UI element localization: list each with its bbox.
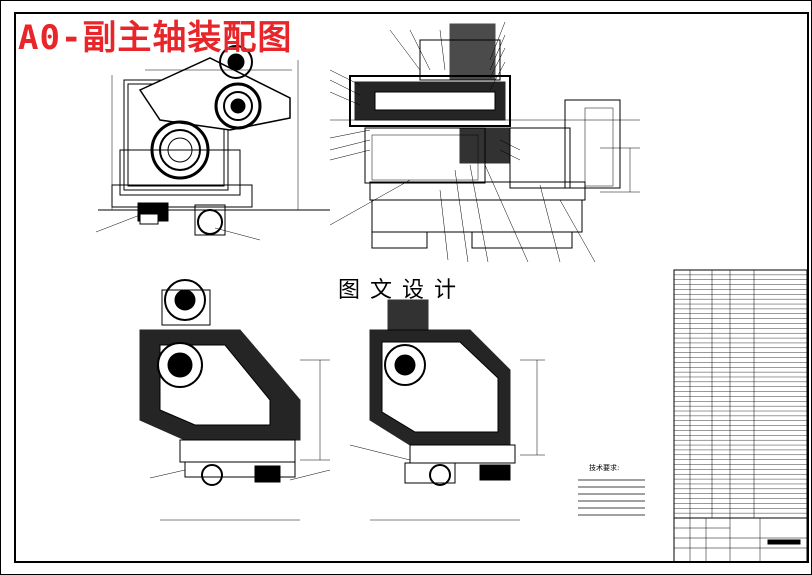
watermark-text: 图文设计 xyxy=(338,278,467,303)
drawing-title: A0-副主轴装配图 xyxy=(18,18,293,58)
side-view xyxy=(329,21,640,263)
drawing-frame xyxy=(14,12,809,563)
tech-requirements xyxy=(578,479,645,516)
parts-list xyxy=(673,269,808,519)
section-view-left xyxy=(139,279,331,521)
section-view-right xyxy=(349,299,545,521)
front-view xyxy=(95,45,330,241)
title-block xyxy=(673,517,808,563)
tech-requirements-label: 技术要求: xyxy=(589,464,620,472)
